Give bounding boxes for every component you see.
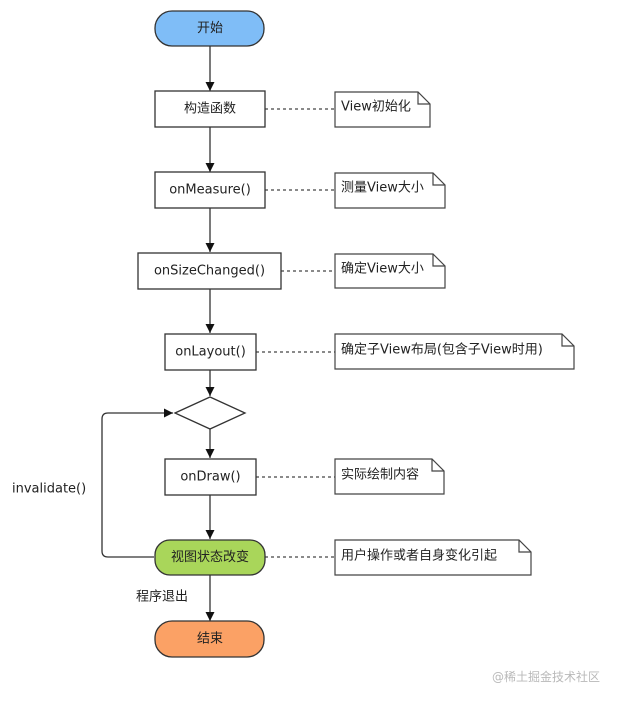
node-onsizechanged-label: onSizeChanged() — [154, 264, 265, 279]
edge-label-exit: 程序退出 — [136, 590, 188, 605]
node-statechange-label: 视图状态改变 — [171, 549, 249, 565]
edge-label-invalidate: invalidate() — [12, 482, 86, 497]
edge-invalidate-loop — [101, 408, 173, 558]
watermark: @稀土掘金技术社区 — [492, 669, 600, 684]
node-constructor: 构造函数 — [154, 90, 266, 128]
note-onsizechanged-text: 确定View大小 — [341, 262, 424, 277]
node-ondraw: onDraw() — [164, 458, 257, 496]
node-constructor-label: 构造函数 — [184, 102, 236, 117]
note-statechange: 用户操作或者自身变化引起 — [334, 539, 532, 576]
node-start-label: 开始 — [197, 21, 223, 36]
node-end: 结束 — [154, 620, 265, 658]
note-constructor: View初始化 — [334, 91, 431, 128]
note-statechange-text: 用户操作或者自身变化引起 — [341, 548, 497, 564]
note-onmeasure-text: 测量View大小 — [341, 181, 424, 196]
node-start: 开始 — [154, 10, 265, 47]
note-onsizechanged: 确定View大小 — [334, 253, 446, 289]
edges — [101, 46, 215, 621]
node-statechange: 视图状态改变 — [154, 539, 266, 576]
note-connectors — [256, 108, 335, 558]
note-constructor-text: View初始化 — [341, 100, 411, 115]
node-decision — [173, 396, 247, 430]
node-onsizechanged: onSizeChanged() — [137, 252, 282, 290]
node-onlayout: onLayout() — [164, 333, 257, 371]
note-onmeasure: 测量View大小 — [334, 172, 446, 209]
node-end-label: 结束 — [197, 632, 223, 647]
note-ondraw-text: 实际绘制内容 — [341, 467, 419, 483]
node-onlayout-label: onLayout() — [175, 345, 246, 360]
node-ondraw-label: onDraw() — [180, 470, 240, 485]
note-ondraw: 实际绘制内容 — [334, 458, 445, 495]
node-onmeasure: onMeasure() — [154, 171, 266, 209]
note-onlayout-text: 确定子View布局(包含子View时用) — [341, 342, 543, 358]
node-onmeasure-label: onMeasure() — [169, 183, 251, 198]
note-onlayout: 确定子View布局(包含子View时用) — [334, 333, 575, 370]
